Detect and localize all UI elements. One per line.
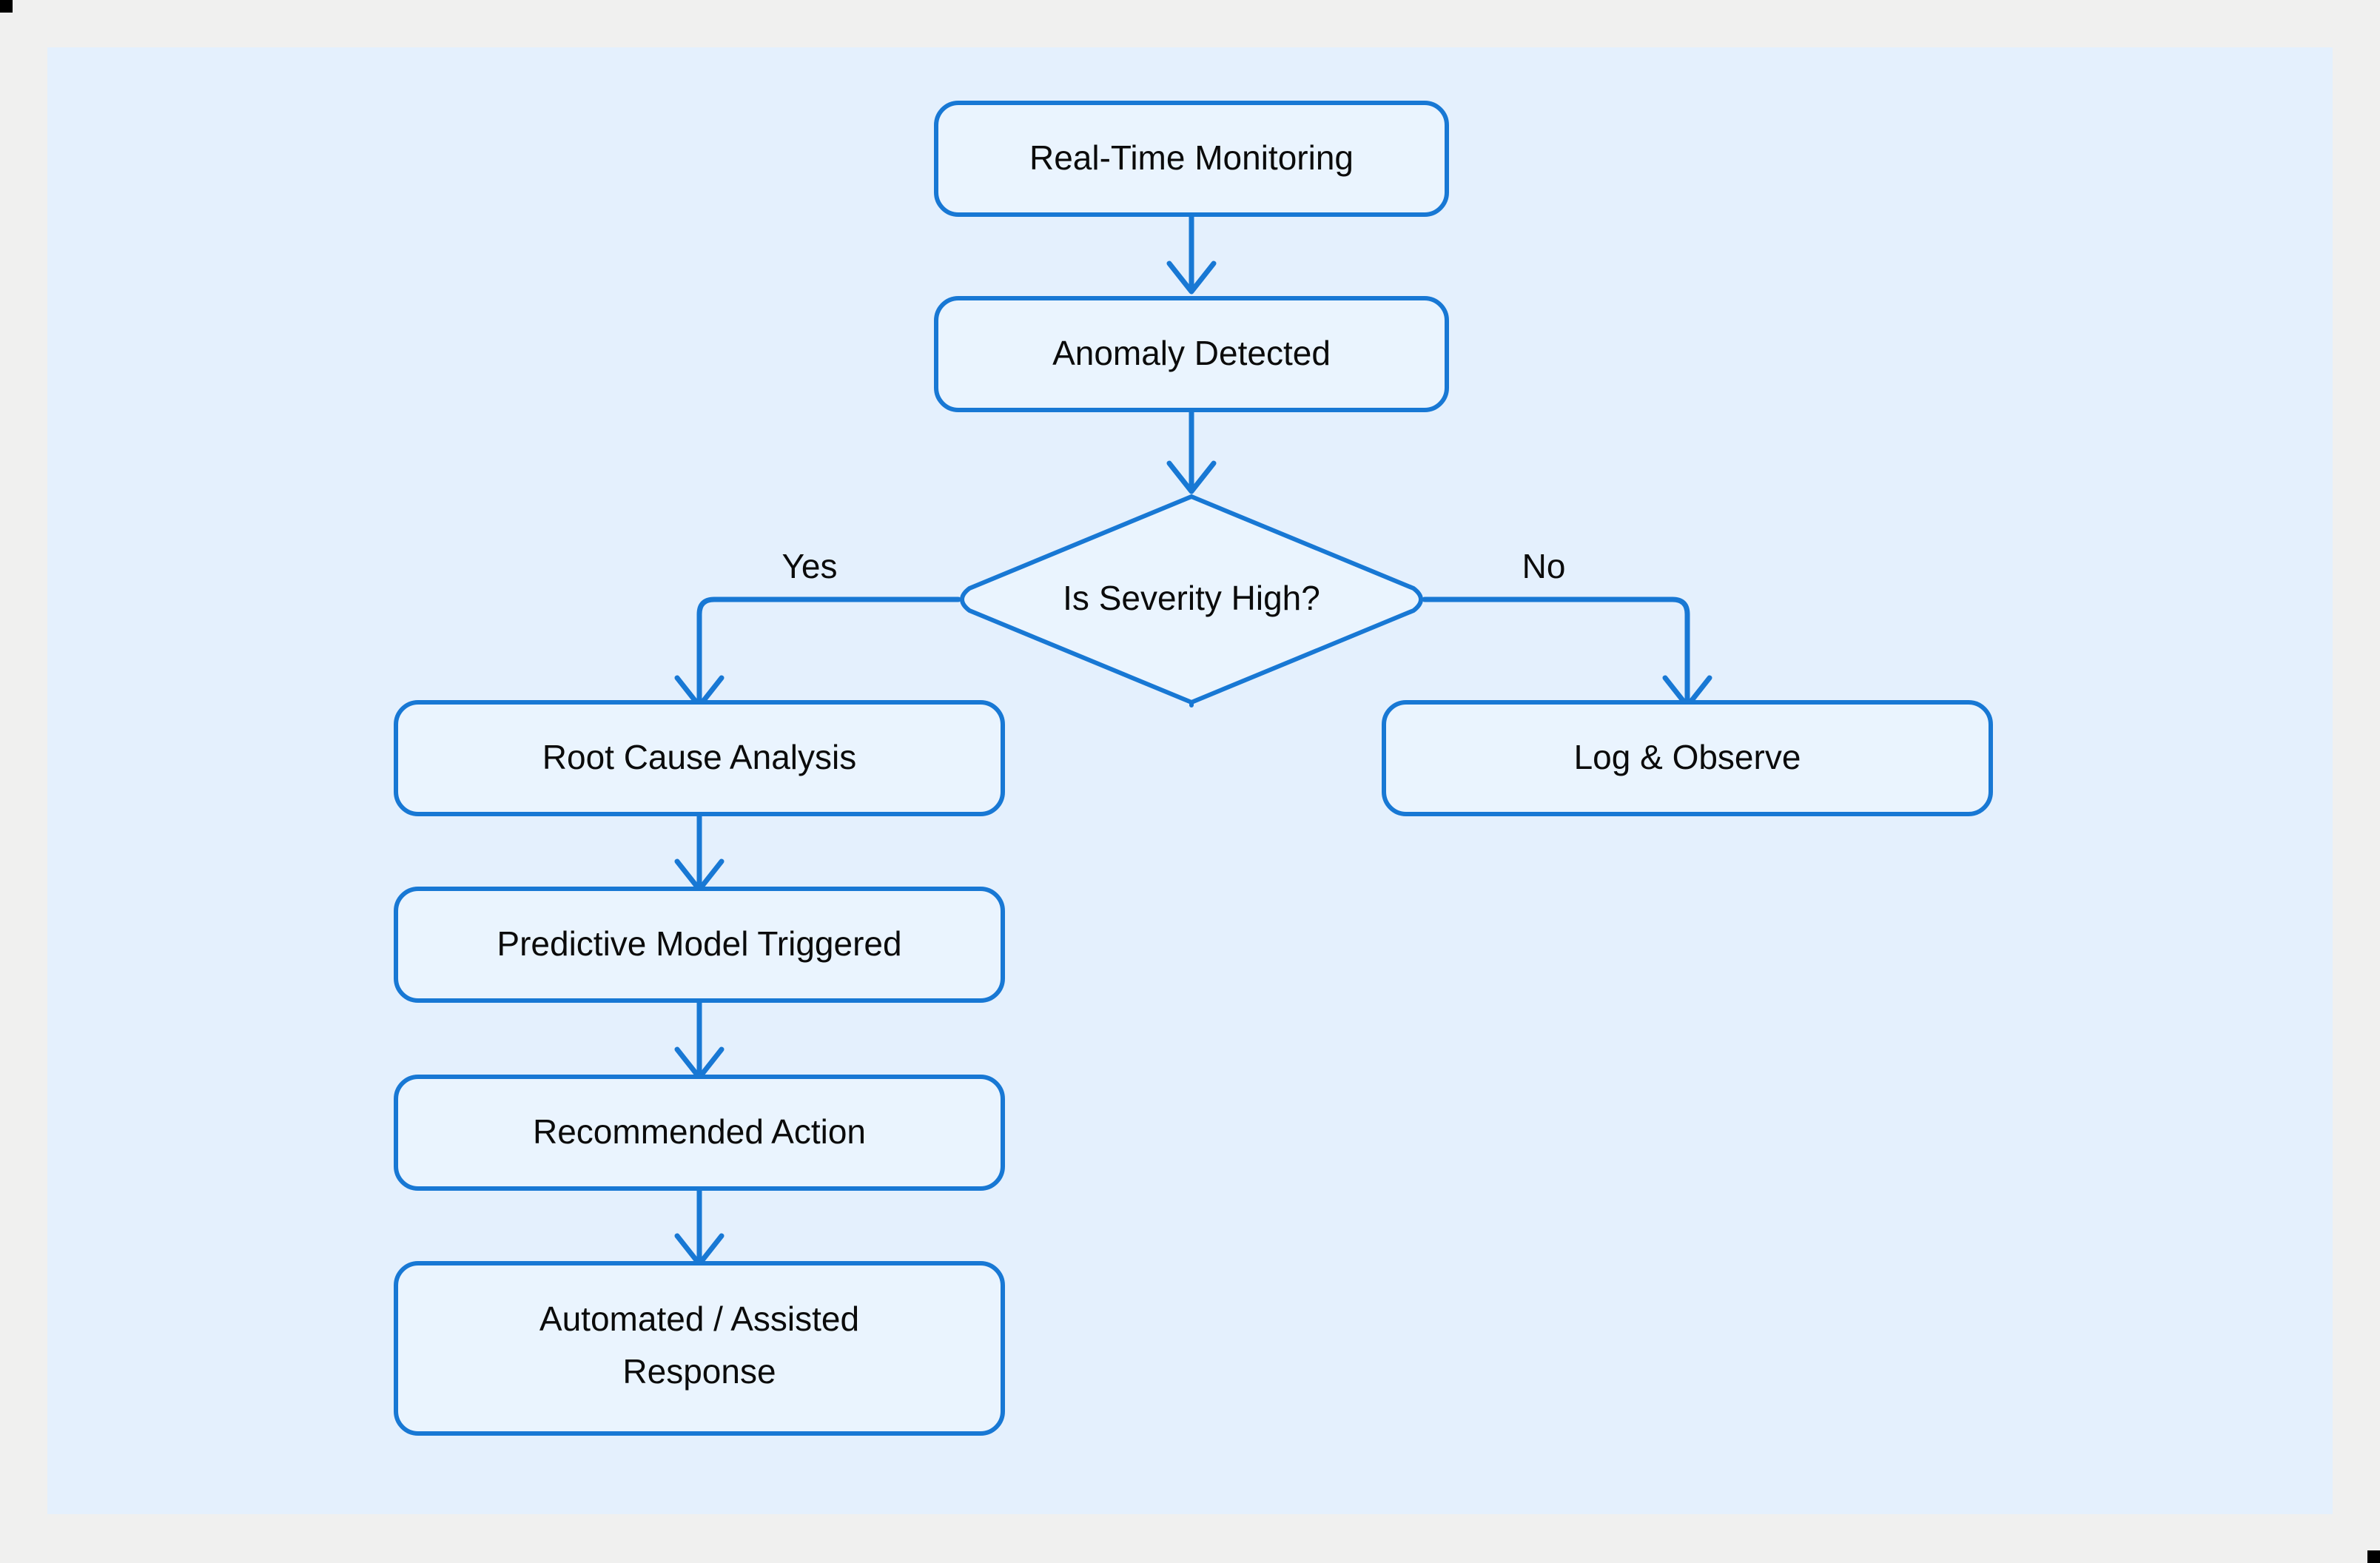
- node-real-time-monitoring[interactable]: Real-Time Monitoring: [934, 101, 1449, 217]
- edge-label-yes: Yes: [781, 547, 837, 585]
- node-real-time-monitoring-label: Real-Time Monitoring: [1029, 138, 1354, 177]
- corner-marker-top-left: [0, 0, 13, 13]
- edge-root-cause-to-predictive-model: [674, 811, 725, 893]
- edge-predictive-model-to-recommended-action: [674, 998, 725, 1080]
- diagram-canvas: Real-Time Monitoring Anomaly Detected Is…: [47, 47, 2333, 1514]
- node-root-cause-analysis-label: Root Cause Analysis: [542, 738, 856, 776]
- node-automated-assisted-response-shape[interactable]: [394, 1261, 1005, 1436]
- node-automated-assisted-response-label-line2: Response: [622, 1352, 776, 1391]
- edge-monitoring-to-anomaly: [1166, 212, 1217, 295]
- edge-label-no: No: [1522, 547, 1566, 585]
- node-anomaly-detected[interactable]: Anomaly Detected: [934, 296, 1449, 412]
- edge-recommended-action-to-response: [674, 1186, 725, 1267]
- node-anomaly-detected-shape[interactable]: [934, 296, 1449, 412]
- node-predictive-model-triggered-label: Predictive Model Triggered: [497, 924, 901, 963]
- edge-severity-no-to-log-observe: [1422, 596, 1712, 709]
- node-log-and-observe[interactable]: Log & Observe: [1382, 700, 1993, 816]
- node-predictive-model-triggered[interactable]: Predictive Model Triggered: [394, 887, 1005, 1003]
- node-is-severity-high[interactable]: Is Severity High?: [960, 494, 1423, 707]
- node-is-severity-high-shape[interactable]: [960, 494, 1423, 707]
- node-recommended-action[interactable]: Recommended Action: [394, 1075, 1005, 1191]
- node-automated-assisted-response-label-line1: Automated / Assisted: [539, 1300, 859, 1338]
- edge-anomaly-to-severity: [1166, 407, 1217, 494]
- node-is-severity-high-label: Is Severity High?: [1063, 579, 1320, 617]
- corner-marker-bottom-right: [2367, 1550, 2380, 1563]
- node-real-time-monitoring-shape[interactable]: [934, 101, 1449, 217]
- node-predictive-model-triggered-shape[interactable]: [394, 887, 1005, 1003]
- node-automated-assisted-response[interactable]: Automated / Assisted Response: [394, 1261, 1005, 1436]
- node-anomaly-detected-label: Anomaly Detected: [1052, 334, 1331, 372]
- node-log-and-observe-label: Log & Observe: [1574, 738, 1801, 776]
- node-root-cause-analysis[interactable]: Root Cause Analysis: [394, 700, 1005, 816]
- node-root-cause-analysis-shape[interactable]: [394, 700, 1005, 816]
- node-recommended-action-label: Recommended Action: [533, 1112, 866, 1151]
- flowchart-svg: Real-Time Monitoring Anomaly Detected Is…: [394, 101, 1993, 1436]
- node-log-and-observe-shape[interactable]: [1382, 700, 1993, 816]
- edge-severity-yes-to-root-cause: [674, 596, 961, 709]
- node-recommended-action-shape[interactable]: [394, 1075, 1005, 1191]
